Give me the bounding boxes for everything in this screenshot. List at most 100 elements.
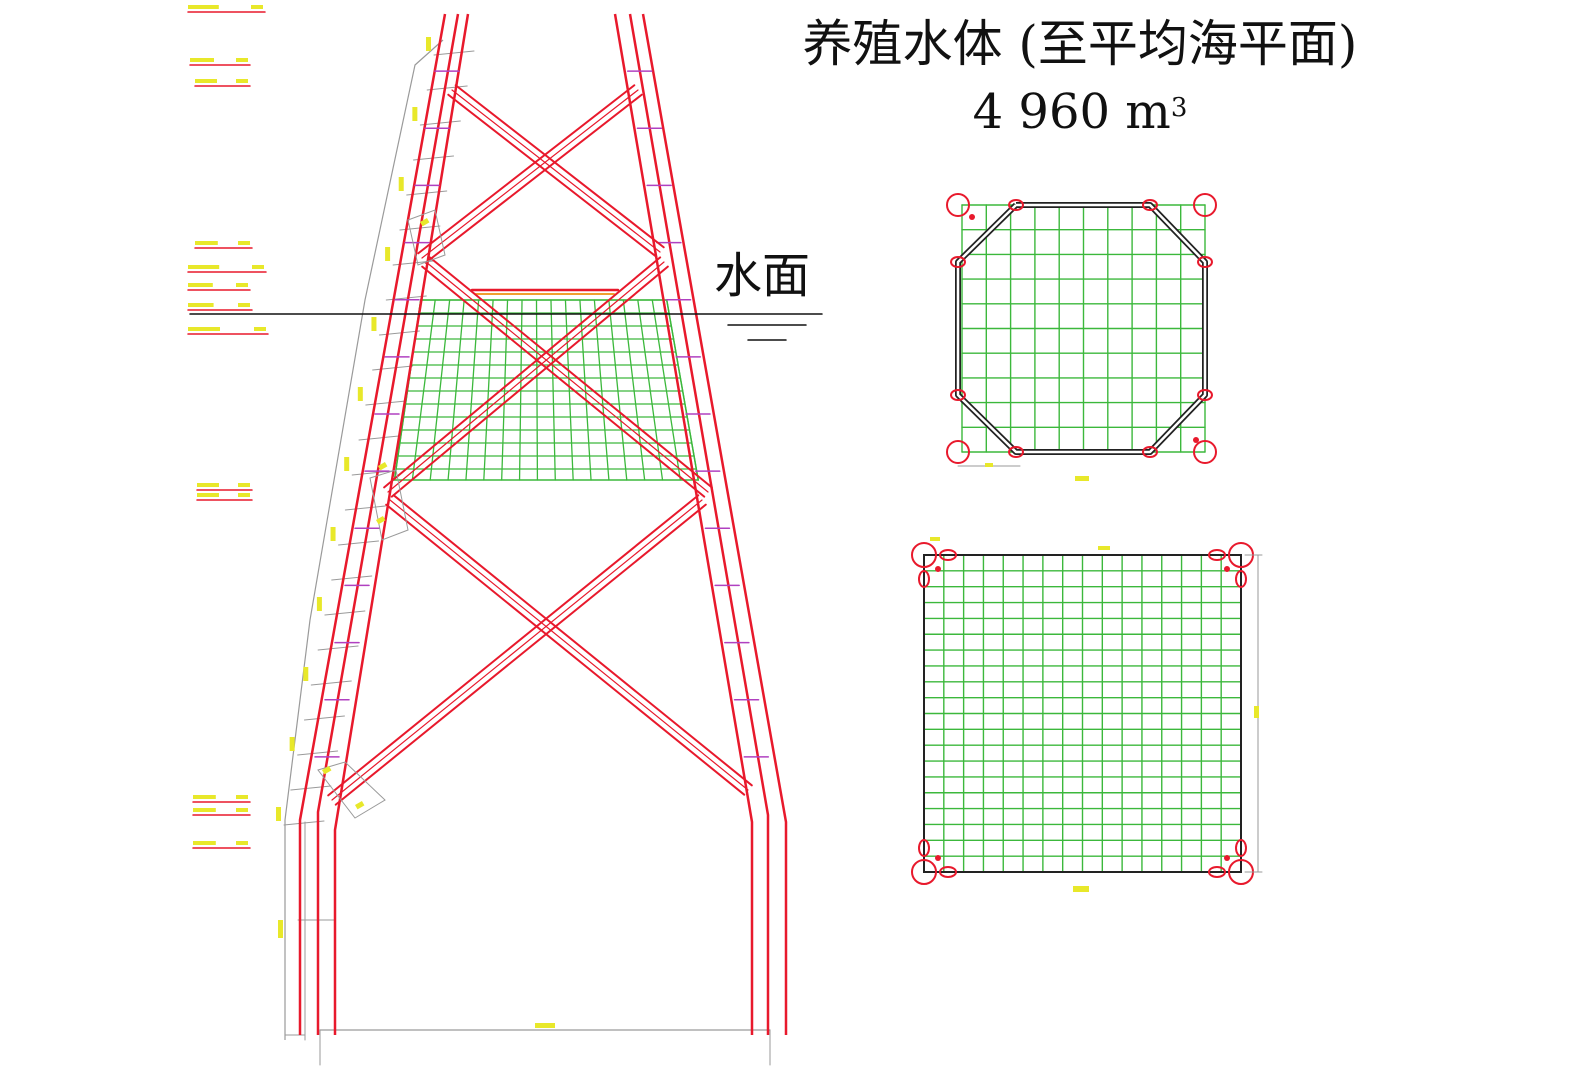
- brace-upper-1: [447, 84, 665, 258]
- volume-value: 4 960 m: [972, 84, 1171, 140]
- dimension-label-mark: [385, 247, 391, 261]
- brace-line: [392, 494, 753, 787]
- dimension-label-mark: [316, 597, 322, 611]
- dimension-label-mark: [303, 667, 309, 681]
- frame-node: [1008, 199, 1024, 211]
- brace-line: [389, 499, 749, 791]
- annotation-text-mark: [236, 795, 248, 799]
- annotation-text-mark: [188, 5, 219, 9]
- frame-node: [1197, 389, 1213, 401]
- left-annotation-labels: [187, 5, 269, 849]
- dimension-tick: [303, 715, 345, 721]
- dimension-tick: [378, 330, 420, 336]
- column-dot: [1193, 437, 1199, 443]
- gusset-label-mark: [354, 801, 365, 810]
- net-vertical-line: [447, 299, 465, 481]
- brace-line: [383, 256, 662, 489]
- annotation-text-mark: [238, 493, 250, 497]
- annotation-text-mark: [251, 5, 263, 9]
- water-surface-label: 水面: [714, 248, 811, 304]
- dimension-tick: [324, 610, 366, 616]
- net-vertical-line: [564, 299, 574, 481]
- column-circle: [946, 193, 970, 217]
- title-culture-water-body: 养殖水体 (至平均海平面): [802, 15, 1358, 73]
- brace-line: [334, 503, 707, 806]
- net-vertical-line: [637, 299, 664, 481]
- brace-line: [385, 503, 746, 796]
- brace-line: [327, 494, 700, 797]
- annotation-text-mark: [188, 283, 213, 287]
- gusset-outline: [407, 209, 446, 266]
- annotation-text-mark: [195, 79, 217, 83]
- frame-node: [1235, 570, 1247, 588]
- dimension-tick: [433, 50, 475, 56]
- bottom-view-net-grid: [923, 554, 1242, 873]
- annotation-text-mark: [238, 241, 250, 245]
- net-vertical-line: [501, 299, 509, 481]
- brace-line: [387, 261, 665, 493]
- annotation-text-mark: [197, 493, 219, 497]
- top-view-caption-mark: [1075, 476, 1089, 481]
- leg-panel-marks: [314, 70, 770, 758]
- dimension-tick: [426, 85, 468, 91]
- dimension-tick: [310, 680, 352, 686]
- dimension-tick: [365, 400, 407, 406]
- annotation-text-mark: [236, 841, 248, 845]
- dimension-chain-left: [276, 37, 771, 1066]
- dimension-label-mark: [535, 1023, 555, 1028]
- frame-node: [1197, 256, 1213, 268]
- net-vertical-line: [608, 299, 628, 481]
- brace-line: [421, 89, 639, 259]
- net-vertical-line: [429, 299, 451, 481]
- annotation-text-mark: [236, 808, 248, 812]
- gusset-label-mark: [376, 516, 386, 525]
- column-dot: [1224, 566, 1230, 572]
- column-circle: [946, 440, 970, 464]
- bottom-view-dimension-label: [930, 537, 940, 541]
- brace-middle-1: [421, 256, 713, 498]
- annotation-text-mark: [193, 841, 216, 845]
- annotation-text-mark: [193, 795, 216, 799]
- square-frame: [923, 554, 1242, 873]
- brace-line: [390, 265, 669, 498]
- net-vertical-line: [622, 299, 646, 481]
- gusset-outline: [317, 761, 386, 819]
- brace-lower-2: [327, 494, 707, 806]
- brace-upper-2: [417, 84, 643, 264]
- dimension-tick: [372, 365, 414, 371]
- bottom-view: [911, 537, 1263, 892]
- leg-line: [298, 13, 447, 1035]
- dimension-tick: [358, 435, 400, 441]
- column-circle: [1193, 193, 1217, 217]
- leg-line: [333, 13, 470, 1035]
- annotation-text-mark: [238, 303, 250, 307]
- net-vertical-line: [593, 299, 610, 481]
- frame-node: [939, 549, 957, 561]
- volume-unit-superscript: 3: [1170, 93, 1188, 123]
- top-view-dimension-label: [985, 463, 993, 467]
- brace-line: [417, 84, 636, 255]
- annotation-text-mark: [190, 58, 214, 62]
- dimension-label-mark: [412, 107, 418, 121]
- frame-node: [918, 570, 930, 588]
- brace-line: [421, 265, 706, 498]
- dimension-label-mark: [330, 527, 336, 541]
- annotation-text-mark: [188, 303, 214, 307]
- annotation-text-mark: [195, 241, 218, 245]
- leg-line: [316, 13, 460, 1035]
- column-circle: [911, 542, 937, 568]
- column-dot: [969, 214, 975, 220]
- dimension-label-mark: [398, 177, 404, 191]
- gusset-label-mark: [321, 766, 332, 775]
- brace-line: [447, 93, 658, 258]
- annotation-text-mark: [254, 327, 266, 331]
- frame-node: [1142, 199, 1158, 211]
- net-vertical-line: [411, 299, 436, 481]
- water-surface: [189, 313, 823, 341]
- brace-middle-2: [383, 256, 669, 498]
- net-vertical-line: [535, 299, 539, 481]
- brace-line: [331, 499, 703, 801]
- dimension-label-mark: [344, 457, 350, 471]
